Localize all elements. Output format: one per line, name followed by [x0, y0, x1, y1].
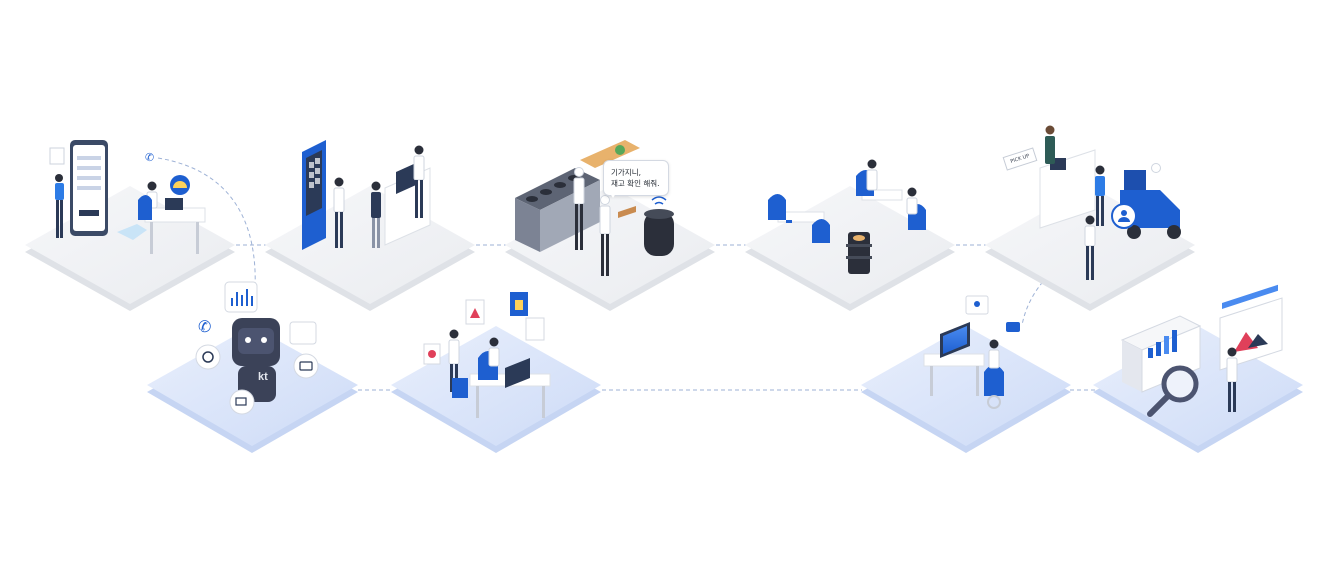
- chart-icon: [525, 317, 545, 341]
- worker-figure: [488, 337, 500, 367]
- chat-card-icon: [49, 147, 65, 165]
- food-shelf: [580, 140, 640, 168]
- stage-data-analytics: [1093, 284, 1303, 453]
- food-tray-icon: [618, 206, 636, 218]
- phone-icon: ✆: [145, 151, 154, 164]
- worker-figure: [988, 339, 1000, 369]
- phone-icon: ✆: [198, 317, 211, 336]
- wallet-icon: [293, 353, 319, 379]
- pie-chart-icon: [1219, 284, 1283, 371]
- stage-customer-management: [861, 295, 1071, 453]
- chair-icon: [768, 194, 786, 220]
- customer-figure: [1084, 215, 1096, 280]
- stage-ai-call-robot: ✆: [147, 281, 358, 453]
- clock-icon: [195, 344, 221, 370]
- laptop-icon: [505, 358, 530, 388]
- bar-chart-icon: [1120, 315, 1202, 393]
- stage-reservation-call: ✆: [25, 140, 235, 311]
- chef-figure: [599, 195, 611, 276]
- chat-icon: [289, 321, 317, 345]
- stage-dining-serving-robot: [745, 159, 955, 311]
- kiosk-icon: [302, 140, 326, 250]
- chair-icon: [812, 219, 830, 243]
- staff-figure: [413, 145, 425, 218]
- stage-kiosk-order: [265, 140, 475, 311]
- serving-robot-icon: [846, 232, 872, 274]
- robot-logo: kt: [258, 371, 268, 383]
- bubble-line-2: 재고 확인 해줘.: [611, 179, 660, 188]
- analyst-figure: [1226, 347, 1238, 412]
- ai-speaker-icon: [644, 196, 674, 256]
- customer-figure: [371, 181, 381, 248]
- magnifier-icon: [1147, 365, 1199, 417]
- chat-icon: [1006, 322, 1020, 332]
- customer-figure: [333, 177, 345, 248]
- monitor-icon: [940, 322, 970, 358]
- truck-icon: [229, 389, 255, 415]
- bubble-line-1: 기가지니,: [611, 168, 641, 177]
- stage-marketing-office: [391, 292, 601, 453]
- office-chair-icon: [138, 195, 152, 220]
- diner-figure: [866, 159, 878, 191]
- staff-figure: [1045, 125, 1055, 164]
- badge-icon: [452, 378, 468, 398]
- stage-pickup-delivery: [985, 125, 1195, 311]
- ai-robot-icon: [232, 318, 280, 402]
- customer-figure: [1095, 165, 1105, 226]
- chef-figure: [573, 167, 585, 250]
- diner-figure: [906, 187, 918, 215]
- bubble-tail: [608, 190, 618, 198]
- office-chair-icon: [984, 365, 1004, 396]
- smartphone-icon: [70, 140, 108, 236]
- desk: [923, 353, 985, 367]
- stage-kitchen-voice-assistant: [505, 140, 715, 311]
- customer-figure: [55, 174, 64, 238]
